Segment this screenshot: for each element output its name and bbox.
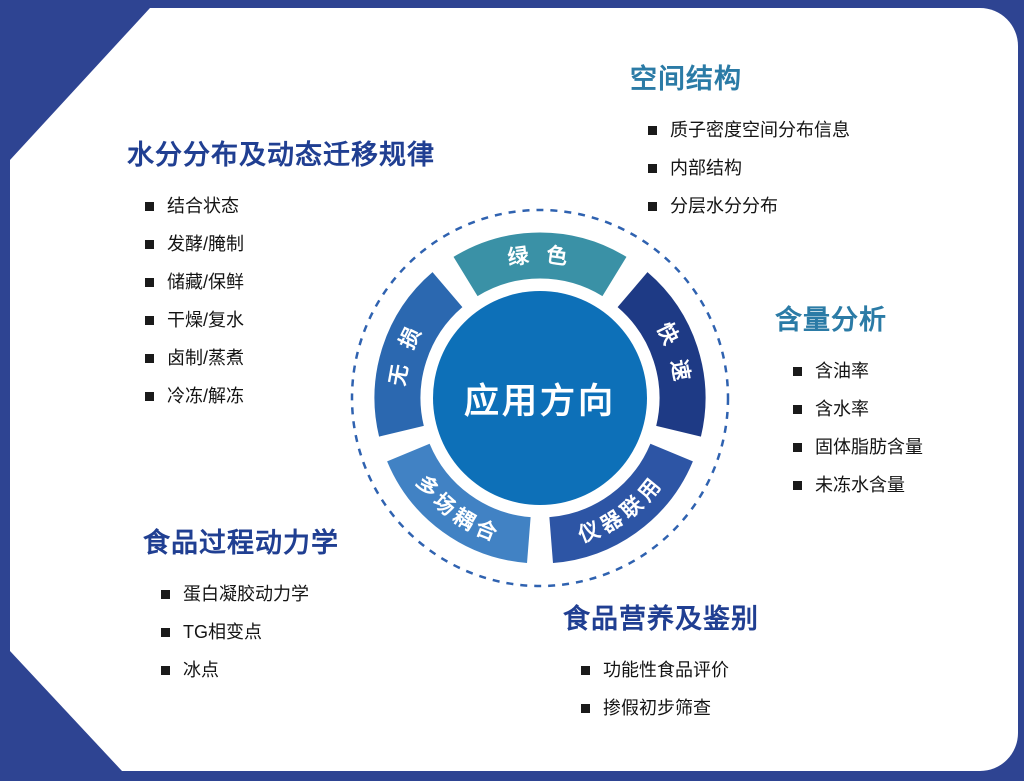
list-item: 冰点 (161, 658, 339, 682)
section-item-list: 质子密度空间分布信息 内部结构 分层水分分布 (630, 118, 850, 218)
ring-segment (617, 272, 706, 437)
list-item: 卤制/蒸煮 (145, 346, 435, 370)
ring-segment (548, 443, 693, 563)
list-item-label: 未冻水含量 (815, 475, 905, 495)
list-item: 干燥/复水 (145, 308, 435, 332)
bullet-square-icon (793, 480, 802, 490)
section-title: 食品过程动力学 (143, 528, 339, 558)
list-item: 含油率 (793, 359, 923, 383)
section-item-list: 功能性食品评价 掺假初步筛查 (563, 658, 759, 720)
list-item: 质子密度空间分布信息 (648, 118, 850, 142)
center-circle-label: 应用方向 (463, 381, 616, 421)
ring-segment-label: 绿 色 (506, 243, 574, 270)
bullet-square-icon (581, 665, 590, 675)
bullet-square-icon (581, 703, 590, 713)
section-spatial-structure: 空间结构 质子密度空间分布信息 内部结构 分层水分分布 (630, 62, 850, 232)
bullet-square-icon (145, 315, 154, 325)
section-water-distribution: 水分分布及动态迁移规律 结合状态 发酵/腌制 储藏/保鲜 干燥/复水 卤制/蒸煮… (127, 138, 435, 422)
list-item: 功能性食品评价 (581, 658, 759, 682)
list-item: 分层水分分布 (648, 194, 850, 218)
bullet-square-icon (145, 277, 154, 287)
list-item-label: 内部结构 (670, 158, 742, 178)
section-item-list: 结合状态 发酵/腌制 储藏/保鲜 干燥/复水 卤制/蒸煮 冷冻/解冻 (127, 194, 435, 408)
list-item-label: 发酵/腌制 (167, 234, 245, 254)
section-title: 含量分析 (775, 305, 887, 335)
list-item: 含水率 (793, 397, 923, 421)
center-circle: 应用方向 (433, 291, 647, 505)
bullet-square-icon (793, 404, 802, 414)
list-item: 掺假初步筛查 (581, 696, 759, 720)
corner-cut-top-left (10, 8, 150, 160)
section-item-list: 蛋白凝胶动力学 TG相变点 冰点 (143, 582, 339, 682)
section-title: 空间结构 (630, 64, 742, 94)
section-content-analysis: 含量分析 含油率 含水率 固体脂肪含量 未冻水含量 (775, 303, 923, 511)
ring-segment (374, 272, 463, 437)
list-item-label: 储藏/保鲜 (167, 272, 245, 292)
list-item: 冷冻/解冻 (145, 384, 435, 408)
list-item-label: 蛋白凝胶动力学 (183, 584, 309, 604)
list-item: 发酵/腌制 (145, 232, 435, 256)
bullet-square-icon (793, 366, 802, 376)
list-item-label: 干燥/复水 (167, 310, 245, 330)
ring-diagram: 绿 色快 速仪器联用多场耦合无 损 (330, 188, 750, 608)
list-item-label: 卤制/蒸煮 (167, 348, 245, 368)
section-title: 水分分布及动态迁移规律 (127, 140, 435, 170)
bullet-square-icon (648, 163, 657, 173)
list-item-label: 冰点 (183, 660, 219, 680)
bullet-square-icon (145, 201, 154, 211)
dashed-outline-circle (350, 208, 730, 588)
list-item-label: 结合状态 (167, 196, 239, 216)
list-item: 固体脂肪含量 (793, 435, 923, 459)
list-item: TG相变点 (161, 620, 339, 644)
section-process-dynamics: 食品过程动力学 蛋白凝胶动力学 TG相变点 冰点 (143, 526, 339, 696)
list-item: 结合状态 (145, 194, 435, 218)
list-item-label: 功能性食品评价 (603, 660, 729, 680)
list-item-label: 冷冻/解冻 (167, 386, 245, 406)
bullet-square-icon (145, 239, 154, 249)
bullet-square-icon (648, 201, 657, 211)
ring-segment (387, 443, 532, 563)
corner-triangle (10, 651, 122, 771)
list-item-label: 含水率 (815, 399, 869, 419)
list-item: 内部结构 (648, 156, 850, 180)
list-item-label: 含油率 (815, 361, 869, 381)
section-title: 食品营养及鉴别 (563, 604, 759, 634)
list-item-label: 分层水分分布 (670, 196, 778, 216)
section-item-list: 含油率 含水率 固体脂肪含量 未冻水含量 (775, 359, 923, 497)
ring-segment (453, 232, 627, 297)
corner-triangle (10, 8, 150, 160)
list-item-label: TG相变点 (183, 622, 262, 642)
list-item: 未冻水含量 (793, 473, 923, 497)
bullet-square-icon (161, 665, 170, 675)
bullet-square-icon (161, 589, 170, 599)
corner-cut-bottom-left (10, 651, 122, 771)
bullet-square-icon (145, 353, 154, 363)
list-item: 蛋白凝胶动力学 (161, 582, 339, 606)
list-item-label: 掺假初步筛查 (603, 698, 711, 718)
list-item-label: 质子密度空间分布信息 (670, 120, 850, 140)
section-nutrition-identification: 食品营养及鉴别 功能性食品评价 掺假初步筛查 (563, 602, 759, 734)
bullet-square-icon (161, 627, 170, 637)
bullet-square-icon (648, 125, 657, 135)
bullet-square-icon (145, 391, 154, 401)
bullet-square-icon (793, 442, 802, 452)
list-item-label: 固体脂肪含量 (815, 437, 923, 457)
list-item: 储藏/保鲜 (145, 270, 435, 294)
